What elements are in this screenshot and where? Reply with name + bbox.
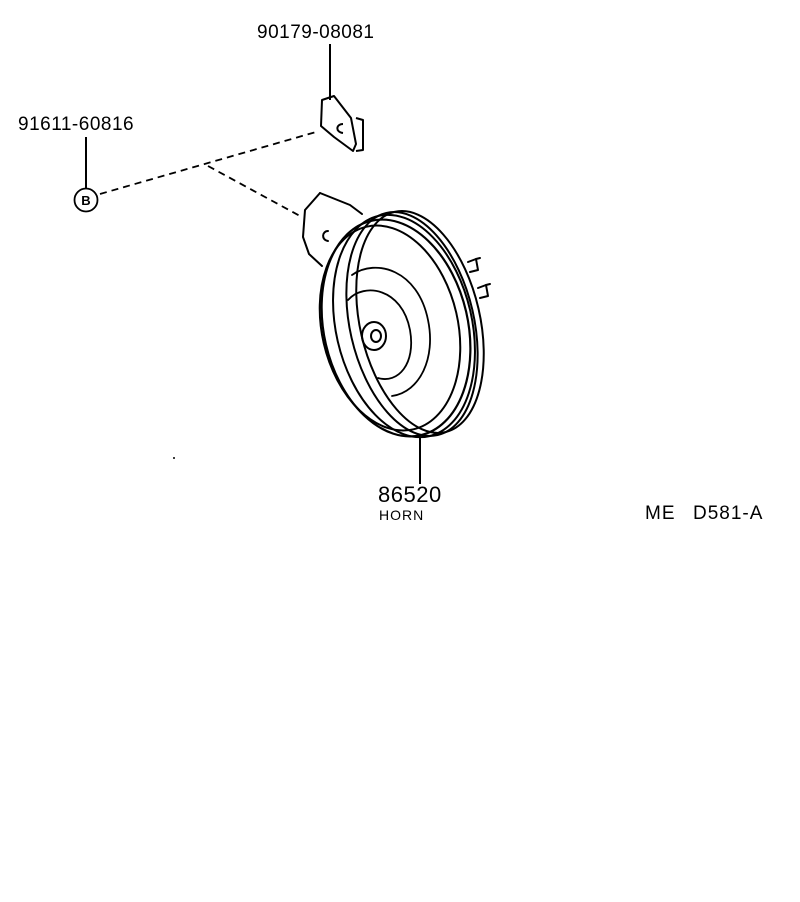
bracket-drawing [320,95,364,152]
bolt-callout-letter: B [81,193,90,208]
bracket-part-number: 90179-08081 [257,22,375,43]
horn-part-name: HORN [379,507,425,523]
bolt-assembly-dashed-line [99,131,317,195]
horn-drawing [302,192,491,439]
bolt-callout: B [73,187,99,213]
stray-dot [173,457,175,459]
bracket-to-horn-dashed-line [207,165,301,217]
bolt-part-number: 91611-60816 [18,114,135,135]
diagram-ref-code: D581-A [693,503,764,524]
diagram-ref-prefix: ME [645,503,676,524]
horn-part-number: 86520 [378,482,442,507]
